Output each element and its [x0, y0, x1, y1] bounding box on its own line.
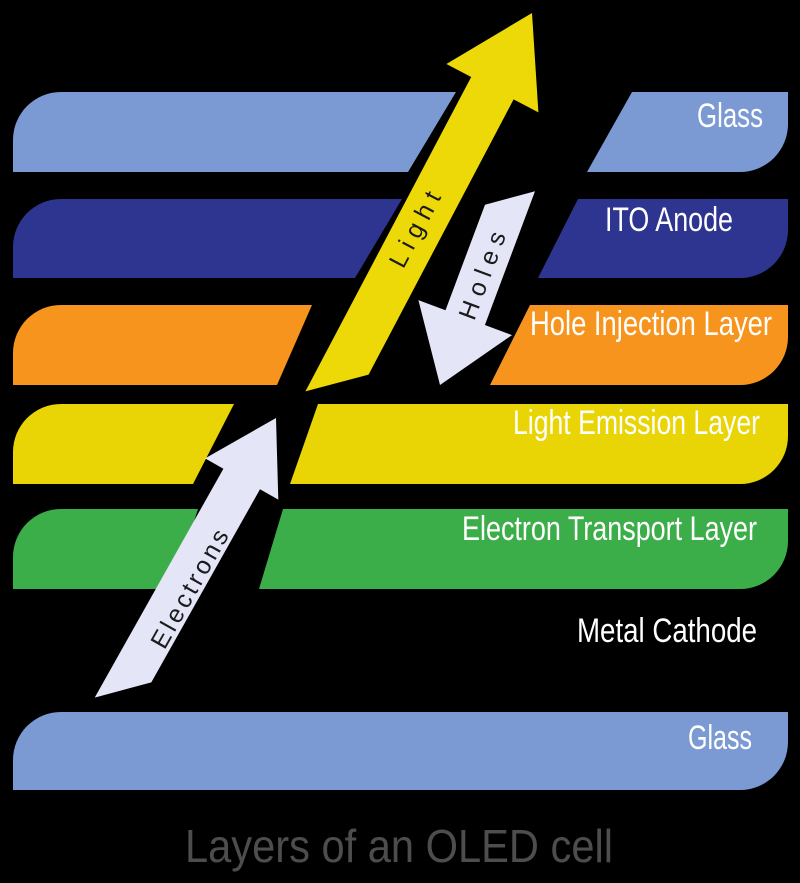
- layer-label-electron-transport: Electron Transport Layer: [462, 510, 757, 548]
- layer-label-glass-top: Glass: [697, 97, 763, 135]
- layer-label-ito-anode: ITO Anode: [605, 201, 733, 239]
- layer-electron-transport-left-segment: [13, 509, 198, 589]
- layer-light-emission-left-segment: [13, 404, 234, 484]
- layer-label-metal-cathode: Metal Cathode: [577, 612, 757, 650]
- layer-hole-injection-left-segment: [13, 305, 312, 385]
- layer-ito-anode-left-segment: [13, 199, 402, 278]
- diagram-title: Layers of an OLED cell: [185, 820, 613, 872]
- light-arrow-icon: [305, 13, 539, 392]
- layer-label-light-emission: Light Emission Layer: [513, 404, 760, 442]
- layer-label-glass-bottom: Glass: [688, 719, 752, 757]
- layer-label-hole-injection: Hole Injection Layer: [530, 305, 772, 343]
- layer-electron-transport-right-segment: [259, 509, 788, 589]
- layer-ito-anode-right-segment: [538, 199, 788, 278]
- layer-hole-injection-right-segment: [490, 305, 788, 385]
- layer-glass-top-right-segment: [587, 92, 788, 172]
- layer-light-emission-right-segment: [290, 404, 788, 484]
- layer-glass-bottom-bar: [13, 712, 788, 790]
- layer-glass-top-left-segment: [13, 92, 456, 172]
- electrons-arrow-icon: [94, 418, 279, 698]
- holes-arrow-icon: [418, 191, 535, 385]
